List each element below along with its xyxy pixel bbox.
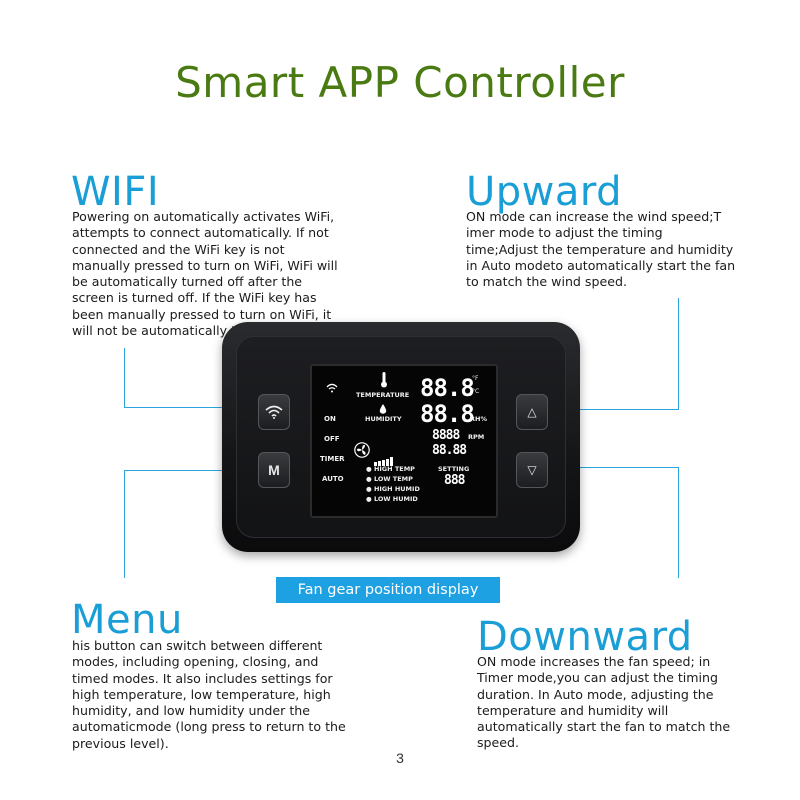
lcd-alarm-high-temp: ● HIGH TEMP [366, 465, 415, 473]
wifi-connector-vertical [124, 348, 125, 408]
page-number: 3 [396, 750, 404, 766]
fan-gear-caption: Fan gear position display [276, 577, 500, 603]
lcd-alarm-high-humid: ● HIGH HUMID [366, 485, 420, 493]
lcd-setting-label: SETTING [438, 465, 470, 473]
lcd-mode-on: ON [324, 415, 336, 423]
lcd-alarm-low-temp: ● LOW TEMP [366, 475, 413, 483]
lcd-unit-rpm: RPM [468, 433, 485, 441]
fan-gear-bars [374, 447, 394, 466]
wifi-icon [265, 405, 283, 419]
lcd-screen: ON OFF TIMER AUTO TEMPERATURE HUMIDITY 8… [310, 364, 498, 518]
wifi-key[interactable] [258, 394, 290, 430]
wifi-description: Powering on automatically activates WiFi… [72, 209, 338, 339]
lcd-temp-value: 88.8 [420, 374, 475, 402]
lcd-humidity-label: HUMIDITY [365, 415, 402, 423]
menu-heading: Menu [71, 597, 183, 643]
upward-connector-horizontal [548, 409, 679, 410]
fan-icon [354, 442, 370, 458]
downward-description: ON mode increases the fan speed; in Time… [477, 654, 731, 751]
lcd-unit-fahrenheit: °F [472, 375, 479, 382]
lcd-mode-auto: AUTO [322, 475, 344, 483]
lcd-unit-celsius: °C [472, 388, 480, 395]
wifi-heading: WIFI [71, 169, 160, 215]
lcd-setting-value: 888 [444, 473, 466, 488]
lcd-humid-value: 88.8 [420, 400, 475, 428]
upward-heading: Upward [466, 169, 623, 215]
humidity-drop-icon [379, 404, 387, 414]
upward-description: ON mode can increase the wind speed;T im… [466, 209, 736, 290]
page-title: Smart APP Controller [175, 58, 625, 107]
downward-connector-horizontal [548, 467, 679, 468]
thermometer-icon [381, 372, 387, 388]
menu-connector-horizontal [124, 470, 260, 471]
lcd-mode-off: OFF [324, 435, 340, 443]
down-key[interactable]: ▽ [516, 452, 548, 488]
upward-connector-vertical [678, 298, 679, 410]
menu-description: his button can switch between different … [72, 638, 346, 751]
menu-connector-vertical [124, 470, 125, 578]
up-key[interactable]: △ [516, 394, 548, 430]
lcd-unit-rh: RH% [470, 415, 487, 423]
lcd-wifi-icon [326, 383, 338, 393]
menu-key[interactable]: M [258, 452, 290, 488]
lcd-rpm-value: 8888 [432, 428, 460, 443]
lcd-temperature-label: TEMPERATURE [356, 391, 410, 399]
lcd-alarm-low-humid: ● LOW HUMID [366, 495, 418, 503]
downward-connector-vertical [678, 467, 679, 578]
lcd-time-value: 88.88 [432, 443, 467, 458]
downward-heading: Downward [477, 614, 693, 660]
lcd-mode-timer: TIMER [320, 455, 345, 463]
wifi-connector-horizontal [124, 407, 260, 408]
